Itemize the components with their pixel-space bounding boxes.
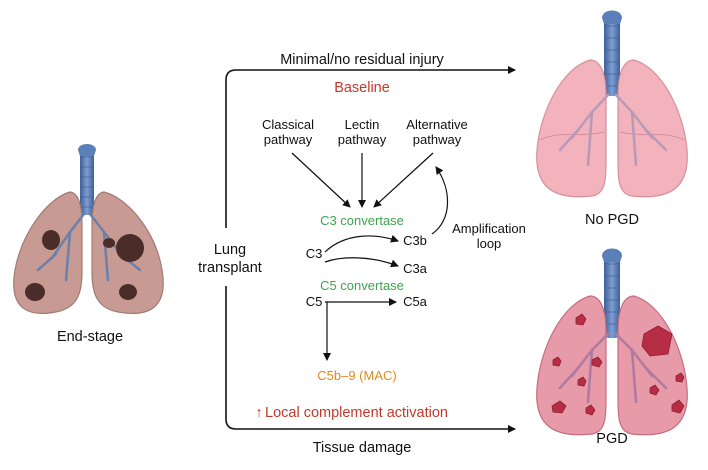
- c3a-label: C3a: [403, 261, 428, 276]
- end-stage-lung: [13, 144, 164, 314]
- c3b-label: C3b: [403, 233, 427, 248]
- lung-transplant-label-line2: transplant: [198, 260, 262, 276]
- no-pgd-right-lobe: [617, 59, 688, 198]
- lung-transplant-label-line1: Lung: [214, 242, 246, 258]
- no-pgd-left-lobe: [536, 59, 607, 198]
- end-stage-left-lobe: [13, 191, 83, 314]
- c5-convertase-label: C5 convertase: [320, 278, 404, 293]
- c3-to-c3b-arrow: [324, 234, 399, 253]
- alternative-pathway-line1: Alternative: [406, 117, 467, 132]
- pgd-lesions: [551, 313, 685, 416]
- c3-label: C3: [306, 246, 323, 261]
- c5-label: C5: [306, 294, 323, 309]
- lectin-pathway-line1: Lectin: [345, 117, 380, 132]
- no-pgd-bronchi: [558, 93, 668, 167]
- end-stage-trachea: [78, 144, 96, 215]
- pgd-trachea: [602, 248, 622, 338]
- mac-label: C5b–9 (MAC): [317, 368, 396, 383]
- bottom-branch-arrow: [225, 286, 516, 433]
- classical-to-c3-arrow: [291, 152, 351, 208]
- alternative-pathway-line2: pathway: [413, 132, 462, 147]
- c3-to-c3a-arrow: [324, 257, 399, 268]
- amplification-loop-arrow: [431, 166, 449, 235]
- minimal-injury-label: Minimal/no residual injury: [280, 52, 444, 68]
- pgd-bronchi: [558, 332, 668, 404]
- c3-convertase-label: C3 convertase: [320, 213, 404, 228]
- baseline-label: Baseline: [334, 80, 390, 96]
- pgd-label: PGD: [596, 431, 627, 447]
- amplification-loop-line2: loop: [477, 236, 502, 251]
- no-pgd-trachea: [602, 10, 622, 96]
- c5a-label: C5a: [403, 294, 428, 309]
- amplification-loop-line1: Amplification: [452, 221, 526, 236]
- end-stage-label: End-stage: [57, 329, 123, 345]
- no-pgd-label: No PGD: [585, 212, 639, 228]
- pgd-lung: [536, 248, 688, 436]
- local-complement-activation-label: Local complement activation: [265, 405, 448, 421]
- up-arrow-icon: ↑: [255, 405, 262, 421]
- top-branch-arrow: [225, 66, 516, 228]
- alternative-to-c3-arrow: [373, 152, 434, 208]
- classical-pathway-line2: pathway: [264, 132, 313, 147]
- classical-pathway-line1: Classical: [262, 117, 314, 132]
- no-pgd-lung: [536, 10, 688, 198]
- lectin-pathway-line2: pathway: [338, 132, 387, 147]
- tissue-damage-label: Tissue damage: [313, 440, 412, 456]
- pgd-right-lobe: [617, 295, 688, 436]
- end-stage-lesions: [25, 230, 144, 301]
